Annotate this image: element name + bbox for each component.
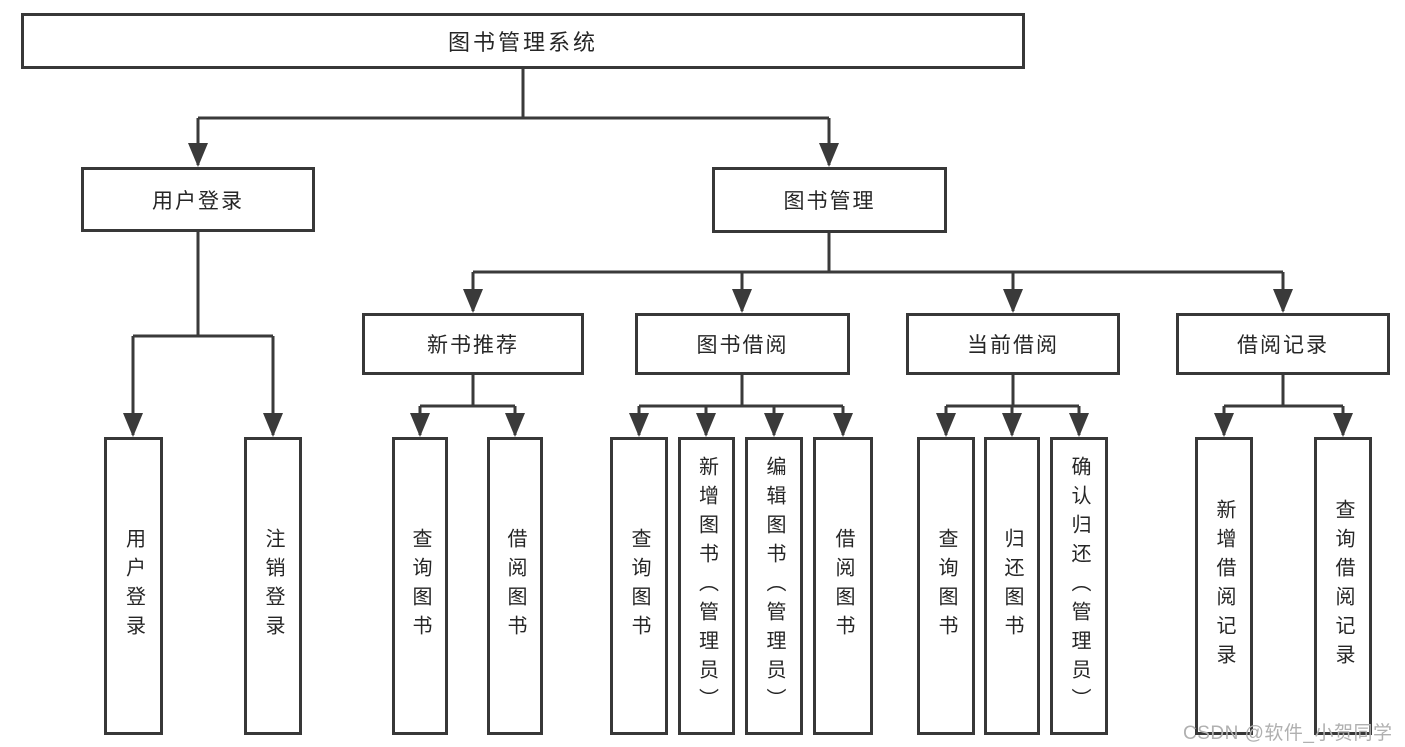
leaf-newbook-borrow-books-label: 借阅图书 bbox=[504, 528, 526, 644]
leaf-logout-label: 注销登录 bbox=[262, 528, 284, 644]
leaf-current-confirm-return-label: 确认归还（管理员） bbox=[1068, 455, 1090, 717]
leaf-records-add-record-label: 新增借阅记录 bbox=[1213, 499, 1235, 673]
leaf-newbook-query-books-label: 查询图书 bbox=[409, 528, 431, 644]
leaf-current-confirm-return: 确认归还（管理员） bbox=[1050, 437, 1108, 735]
leaf-borrowing-borrow-books: 借阅图书 bbox=[813, 437, 873, 735]
leaf-current-query-books: 查询图书 bbox=[917, 437, 975, 735]
leaf-borrowing-edit-books: 编辑图书（管理员） bbox=[745, 437, 803, 735]
node-new-book-recommend-label: 新书推荐 bbox=[427, 334, 519, 357]
csdn-watermark: CSDN @软件_小贺同学 bbox=[1183, 723, 1393, 744]
leaf-borrowing-query-books: 查询图书 bbox=[610, 437, 668, 735]
node-current-borrowing: 当前借阅 bbox=[906, 313, 1120, 375]
leaf-current-return-books: 归还图书 bbox=[984, 437, 1040, 735]
node-root-system-label: 图书管理系统 bbox=[447, 30, 598, 55]
leaf-records-query-record-label: 查询借阅记录 bbox=[1332, 499, 1354, 673]
leaf-logout: 注销登录 bbox=[244, 437, 302, 735]
leaf-newbook-query-books: 查询图书 bbox=[392, 437, 448, 735]
node-book-management: 图书管理 bbox=[712, 167, 947, 233]
arrowheads bbox=[123, 143, 1353, 437]
node-book-borrowing-label: 图书借阅 bbox=[696, 334, 789, 357]
leaf-records-query-record: 查询借阅记录 bbox=[1314, 437, 1372, 735]
node-borrow-records: 借阅记录 bbox=[1176, 313, 1390, 375]
node-user-login-label: 用户登录 bbox=[152, 189, 244, 213]
leaf-user-login-label: 用户登录 bbox=[122, 528, 145, 644]
leaf-newbook-borrow-books: 借阅图书 bbox=[487, 437, 543, 735]
node-borrow-records-label: 借阅记录 bbox=[1237, 334, 1329, 357]
leaf-current-return-books-label: 归还图书 bbox=[1001, 528, 1023, 644]
node-book-management-label: 图书管理 bbox=[783, 190, 876, 213]
node-root-system: 图书管理系统 bbox=[21, 13, 1025, 69]
leaf-records-add-record: 新增借阅记录 bbox=[1195, 437, 1253, 735]
leaf-borrowing-add-books: 新增图书（管理员） bbox=[678, 437, 735, 735]
leaf-borrowing-borrow-books-label: 借阅图书 bbox=[832, 528, 854, 644]
leaf-current-query-books-label: 查询图书 bbox=[935, 528, 957, 644]
leaf-user-login: 用户登录 bbox=[104, 437, 163, 735]
node-new-book-recommend: 新书推荐 bbox=[362, 313, 584, 375]
leaf-borrowing-edit-books-label: 编辑图书（管理员） bbox=[763, 455, 785, 717]
connector-path bbox=[131, 69, 1345, 435]
node-user-login: 用户登录 bbox=[81, 167, 315, 232]
node-book-borrowing: 图书借阅 bbox=[635, 313, 850, 375]
leaf-borrowing-query-books-label: 查询图书 bbox=[628, 528, 650, 644]
leaf-borrowing-add-books-label: 新增图书（管理员） bbox=[695, 455, 718, 717]
node-current-borrowing-label: 当前借阅 bbox=[967, 334, 1059, 357]
